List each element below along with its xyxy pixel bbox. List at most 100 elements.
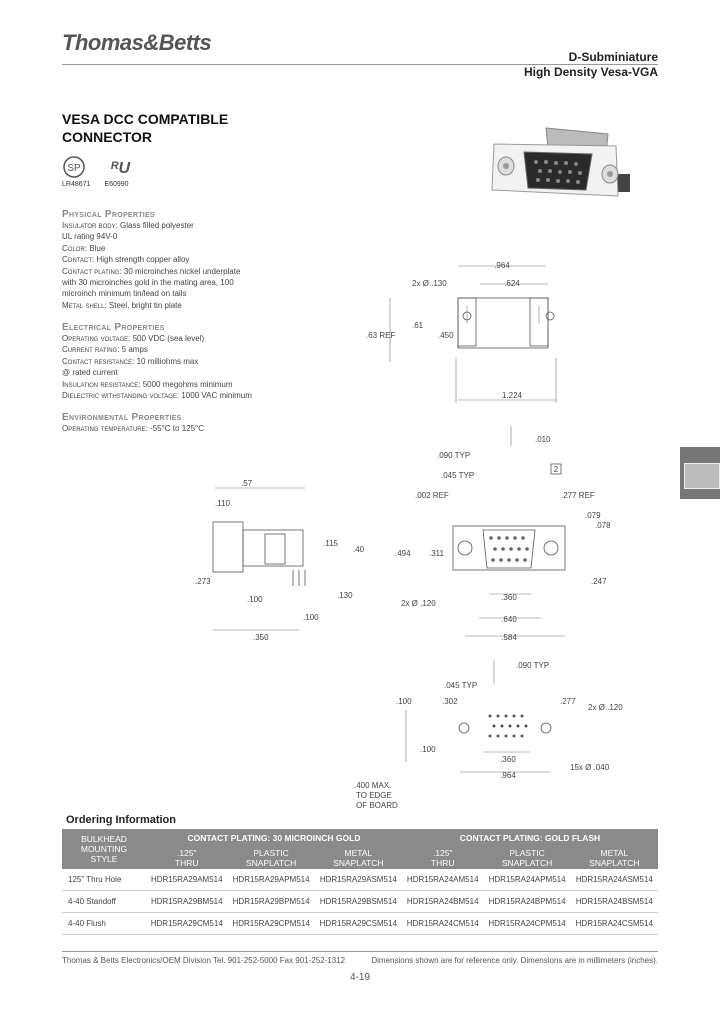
physical-value: Steel, bright tin plate: [108, 300, 182, 310]
header-rule: [62, 64, 658, 65]
electrical-key: Insulation resistance:: [62, 379, 141, 389]
environmental-key: Operating temperature:: [62, 424, 148, 433]
svg-text:ᴿU: ᴿU: [110, 160, 131, 177]
dim-350: .350: [253, 633, 269, 642]
physical-line: Color: Blue: [62, 243, 362, 254]
dim-964-pcb: .964: [500, 771, 516, 780]
physical-properties: Physical Properties Insulator body: Glas…: [62, 209, 362, 311]
group-gold-flash: CONTACT PLATING: GOLD FLASH: [401, 829, 658, 847]
dim-078: .078: [595, 521, 611, 530]
dim-090: .090 TYP: [437, 451, 470, 460]
electrical-line: Contact resistance: 10 milliohms max: [62, 356, 362, 367]
dim-130: .130: [337, 591, 353, 600]
physical-value: with 30 microinches gold in the mating a…: [62, 278, 234, 288]
part-number-cell: HDR15RA29ASM514: [314, 869, 402, 891]
ordering-table: BULKHEAD MOUNTING STYLE CONTACT PLATING:…: [62, 829, 658, 935]
part-number-cell: HDR15RA24CM514: [401, 912, 484, 935]
physical-key: Contact:: [62, 255, 95, 265]
dim-100a: .100: [247, 595, 263, 604]
dim-302: .302: [442, 697, 458, 706]
dim-079: .079: [585, 511, 601, 520]
dim-61: .61: [412, 321, 424, 330]
dim-360-front: .360: [501, 593, 517, 602]
footer-contact: Thomas & Betts Electronics/OEM Division …: [62, 956, 346, 965]
environmental-value: -55°C to 125°C: [150, 424, 205, 433]
electrical-value: 1000 VAC minimum: [181, 391, 252, 401]
dim-1224: 1.224: [502, 391, 523, 400]
physical-line: microinch minimum tin/lead on tails: [62, 288, 362, 299]
dim-090-pcb: .090 TYP: [516, 661, 549, 670]
part-number-cell: HDR15RA29CPM514: [227, 912, 315, 935]
physical-line: Contact plating: 30 microinches nickel u…: [62, 266, 362, 277]
ul-file-number: LR48671: [62, 181, 91, 188]
physical-line: with 30 microinches gold in the mating a…: [62, 277, 362, 288]
subcol-line: THRU: [174, 858, 199, 868]
series-line-1: D-Subminiature: [568, 50, 658, 64]
dim-311: .311: [429, 549, 445, 558]
dim-277: .277 REF: [561, 491, 595, 500]
section-tab-thumbnail: [684, 463, 720, 489]
dim-holes-front: 2x Ø .120: [401, 599, 436, 608]
subcol-line: .125": [432, 848, 453, 858]
dim-045-pcb: .045 TYP: [444, 681, 477, 690]
title-line-1: VESA DCC COMPATIBLE: [62, 111, 229, 127]
electrical-value: @ rated current: [62, 368, 118, 378]
electrical-value: 5000 megohms minimum: [142, 379, 233, 389]
electrical-key: Dielectric withstanding voltage:: [62, 391, 180, 401]
environmental-properties: Environmental Properties Operating tempe…: [62, 412, 362, 434]
electrical-key: Contact resistance:: [62, 356, 135, 366]
part-number-cell: HDR15RA29BSM514: [314, 890, 402, 913]
dim-115: .115: [323, 539, 339, 548]
dim-ref: .63 REF: [366, 331, 395, 340]
drawing-pcb-footprint: .090 TYP .045 TYP .100 .302 .277 2x Ø .1…: [354, 660, 623, 810]
electrical-heading: Electrical Properties: [62, 322, 165, 333]
col0-line2: MOUNTING: [80, 844, 128, 854]
dim-100b: .100: [303, 613, 319, 622]
flag-note: 2: [554, 465, 559, 474]
dim-pins: 15x Ø .040: [570, 763, 610, 772]
dim-100-pcb: .100: [396, 697, 412, 706]
group-gold-30: CONTACT PLATING: 30 MICROINCH GOLD: [146, 829, 402, 847]
part-number-cell: HDR15RA29BPM514: [227, 890, 315, 913]
subcol-header: .125"THRU: [146, 847, 228, 869]
title-line-2: CONNECTOR: [62, 129, 152, 145]
electrical-line: Dielectric withstanding voltage: 1000 VA…: [62, 390, 362, 401]
subcol-header: .125"THRU: [401, 847, 484, 869]
physical-heading: Physical Properties: [62, 209, 155, 220]
dim-360-pcb: .360: [500, 755, 516, 764]
electrical-properties: Electrical Properties Operating voltage:…: [62, 322, 362, 401]
subcol-line: SNAPLATCH: [245, 858, 297, 868]
environmental-heading: Environmental Properties: [62, 412, 182, 423]
note-board: OF BOARD: [356, 801, 398, 810]
page-number: 4-19: [349, 972, 370, 983]
mounting-style-cell: 125" Thru Hole: [62, 869, 146, 891]
subcol-line: PLASTIC: [509, 848, 545, 858]
note-edge: TO EDGE: [356, 791, 392, 800]
physical-line: Contact: High strength copper alloy: [62, 254, 362, 265]
dim-110: .110: [215, 499, 231, 508]
physical-line: Metal shell: Steel, bright tin plate: [62, 300, 362, 311]
drawing-top-view: .964 .624 2x Ø .130 .63 REF .61 .450 1.2…: [366, 261, 557, 403]
part-number-cell: HDR15RA24ASM514: [570, 869, 658, 891]
col0-line3: STYLE: [90, 854, 118, 864]
footer-rule: [62, 951, 658, 952]
series-title: D-Subminiature High Density Vesa-VGA: [524, 50, 658, 80]
ordering-title: Ordering Information: [66, 814, 176, 826]
physical-value: High strength copper alloy: [96, 255, 190, 265]
dim-holes: 2x Ø .130: [412, 279, 447, 288]
subcol-line: METAL: [600, 848, 629, 858]
mounting-style-cell: 4-40 Flush: [62, 912, 146, 935]
part-number-cell: HDR15RA29AM514: [146, 869, 228, 891]
dim-624: .624: [504, 279, 520, 288]
environmental-lines: Operating temperature: -55°C to 125°C: [62, 423, 362, 434]
note-max: .400 MAX.: [354, 781, 391, 790]
col0-line1: BULKHEAD: [81, 834, 127, 844]
dim-57: .57: [241, 479, 253, 488]
dim-045: .045 TYP: [441, 471, 474, 480]
electrical-line: Insulation resistance: 5000 megohms mini…: [62, 379, 362, 390]
subcol-line: METAL: [344, 848, 373, 858]
